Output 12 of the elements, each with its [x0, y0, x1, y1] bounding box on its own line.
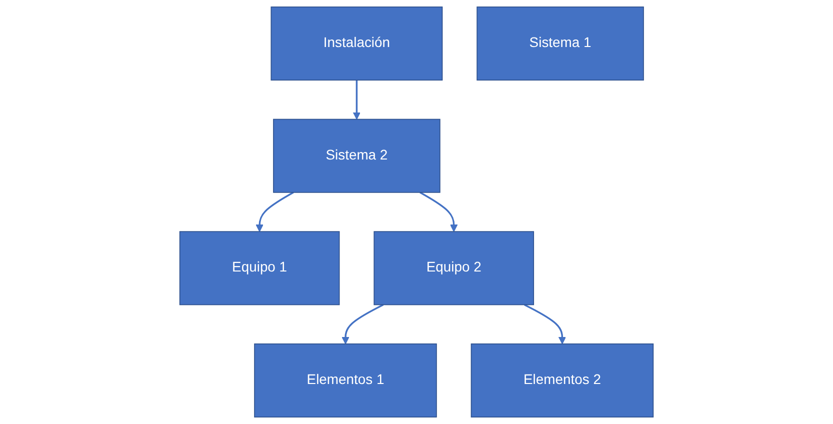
arrow	[352, 80, 361, 120]
node-box: Elementos 1	[254, 343, 437, 418]
node-box: Equipo 1	[179, 231, 340, 306]
arrow	[420, 192, 458, 232]
arrow	[256, 192, 294, 232]
node-box: Sistema 2	[273, 118, 440, 193]
arrow	[524, 304, 566, 344]
node-box: Sistema 1	[476, 6, 644, 81]
arrow	[342, 304, 384, 344]
node-box: Elementos 2	[470, 343, 654, 418]
node-box: Instalación	[270, 6, 443, 81]
node-box: Equipo 2	[374, 231, 534, 306]
